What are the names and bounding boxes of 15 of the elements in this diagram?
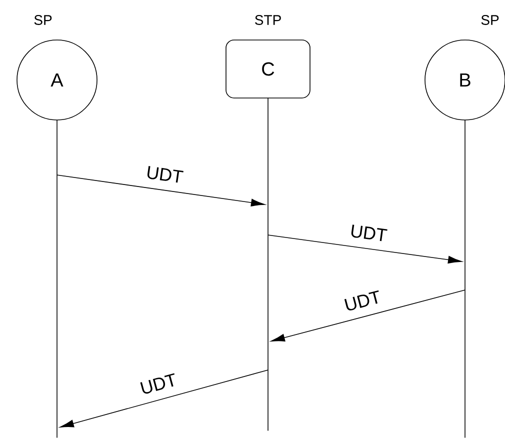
arrow (268, 234, 462, 264)
edge-label: UDT (140, 373, 175, 394)
node-caption: STP (255, 15, 281, 25)
node-caption: SP (34, 15, 52, 25)
process-box: C (226, 40, 310, 98)
arrow (56, 174, 265, 206)
arrow (60, 370, 268, 428)
circle-node: A (16, 40, 98, 120)
node-caption: SP (481, 15, 499, 25)
lifeline (56, 120, 58, 438)
edge-label: UDT (344, 290, 379, 310)
lifeline (464, 120, 466, 438)
arrow (270, 290, 466, 342)
edge-label: UDT (147, 166, 184, 183)
edge-label: UDT (351, 224, 388, 242)
